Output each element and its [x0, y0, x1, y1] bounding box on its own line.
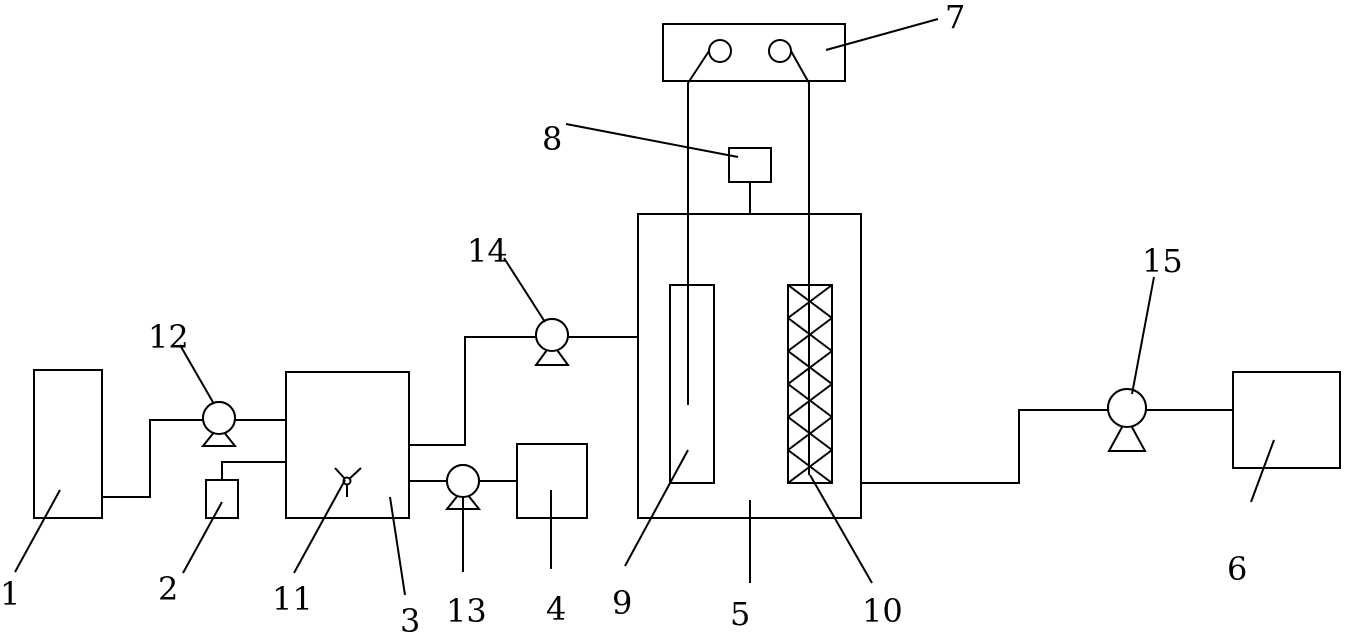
- label-14: 14: [467, 232, 508, 270]
- labels: 1 2 3 4 5 6 7 8 9 10 11 12 13 14 15: [0, 0, 1247, 639]
- label-13: 13: [446, 592, 487, 630]
- terminal-right: [768, 39, 792, 63]
- pipe-unit2-to-tank3: [221, 461, 286, 480]
- label-8: 8: [542, 120, 562, 158]
- pump-15-icon: [1107, 388, 1147, 452]
- label-3: 3: [400, 602, 420, 639]
- pipe-reactor5-to-pump15: [861, 409, 1109, 484]
- pipes: [102, 336, 1233, 498]
- terminal-left: [708, 39, 732, 63]
- wire-to-electrode-10: [790, 50, 810, 475]
- label-15: 15: [1142, 242, 1183, 280]
- pipe-tank1-to-pump12: [102, 419, 203, 498]
- electrode-9: [669, 284, 715, 484]
- label-1: 1: [0, 575, 20, 613]
- label-12: 12: [148, 318, 189, 356]
- label-4: 4: [546, 590, 566, 628]
- unit-2: [205, 479, 239, 519]
- tank-1: [33, 369, 103, 519]
- label-2: 2: [158, 570, 178, 608]
- label-5: 5: [730, 595, 750, 633]
- electrode-10: [787, 284, 833, 484]
- label-6: 6: [1227, 550, 1247, 588]
- power-supply-7: [662, 23, 846, 82]
- pump-12-icon: [200, 401, 238, 447]
- meter-8: [728, 147, 772, 183]
- leader-lines: [14, 18, 1275, 596]
- label-7: 7: [945, 0, 965, 36]
- pump-14-icon: [534, 318, 570, 366]
- pipe-tank3-to-pump14: [409, 336, 536, 446]
- reactor-5: [637, 213, 862, 519]
- tank-6: [1232, 371, 1341, 469]
- label-9: 9: [612, 584, 632, 622]
- label-10: 10: [862, 592, 903, 630]
- label-11: 11: [272, 580, 313, 618]
